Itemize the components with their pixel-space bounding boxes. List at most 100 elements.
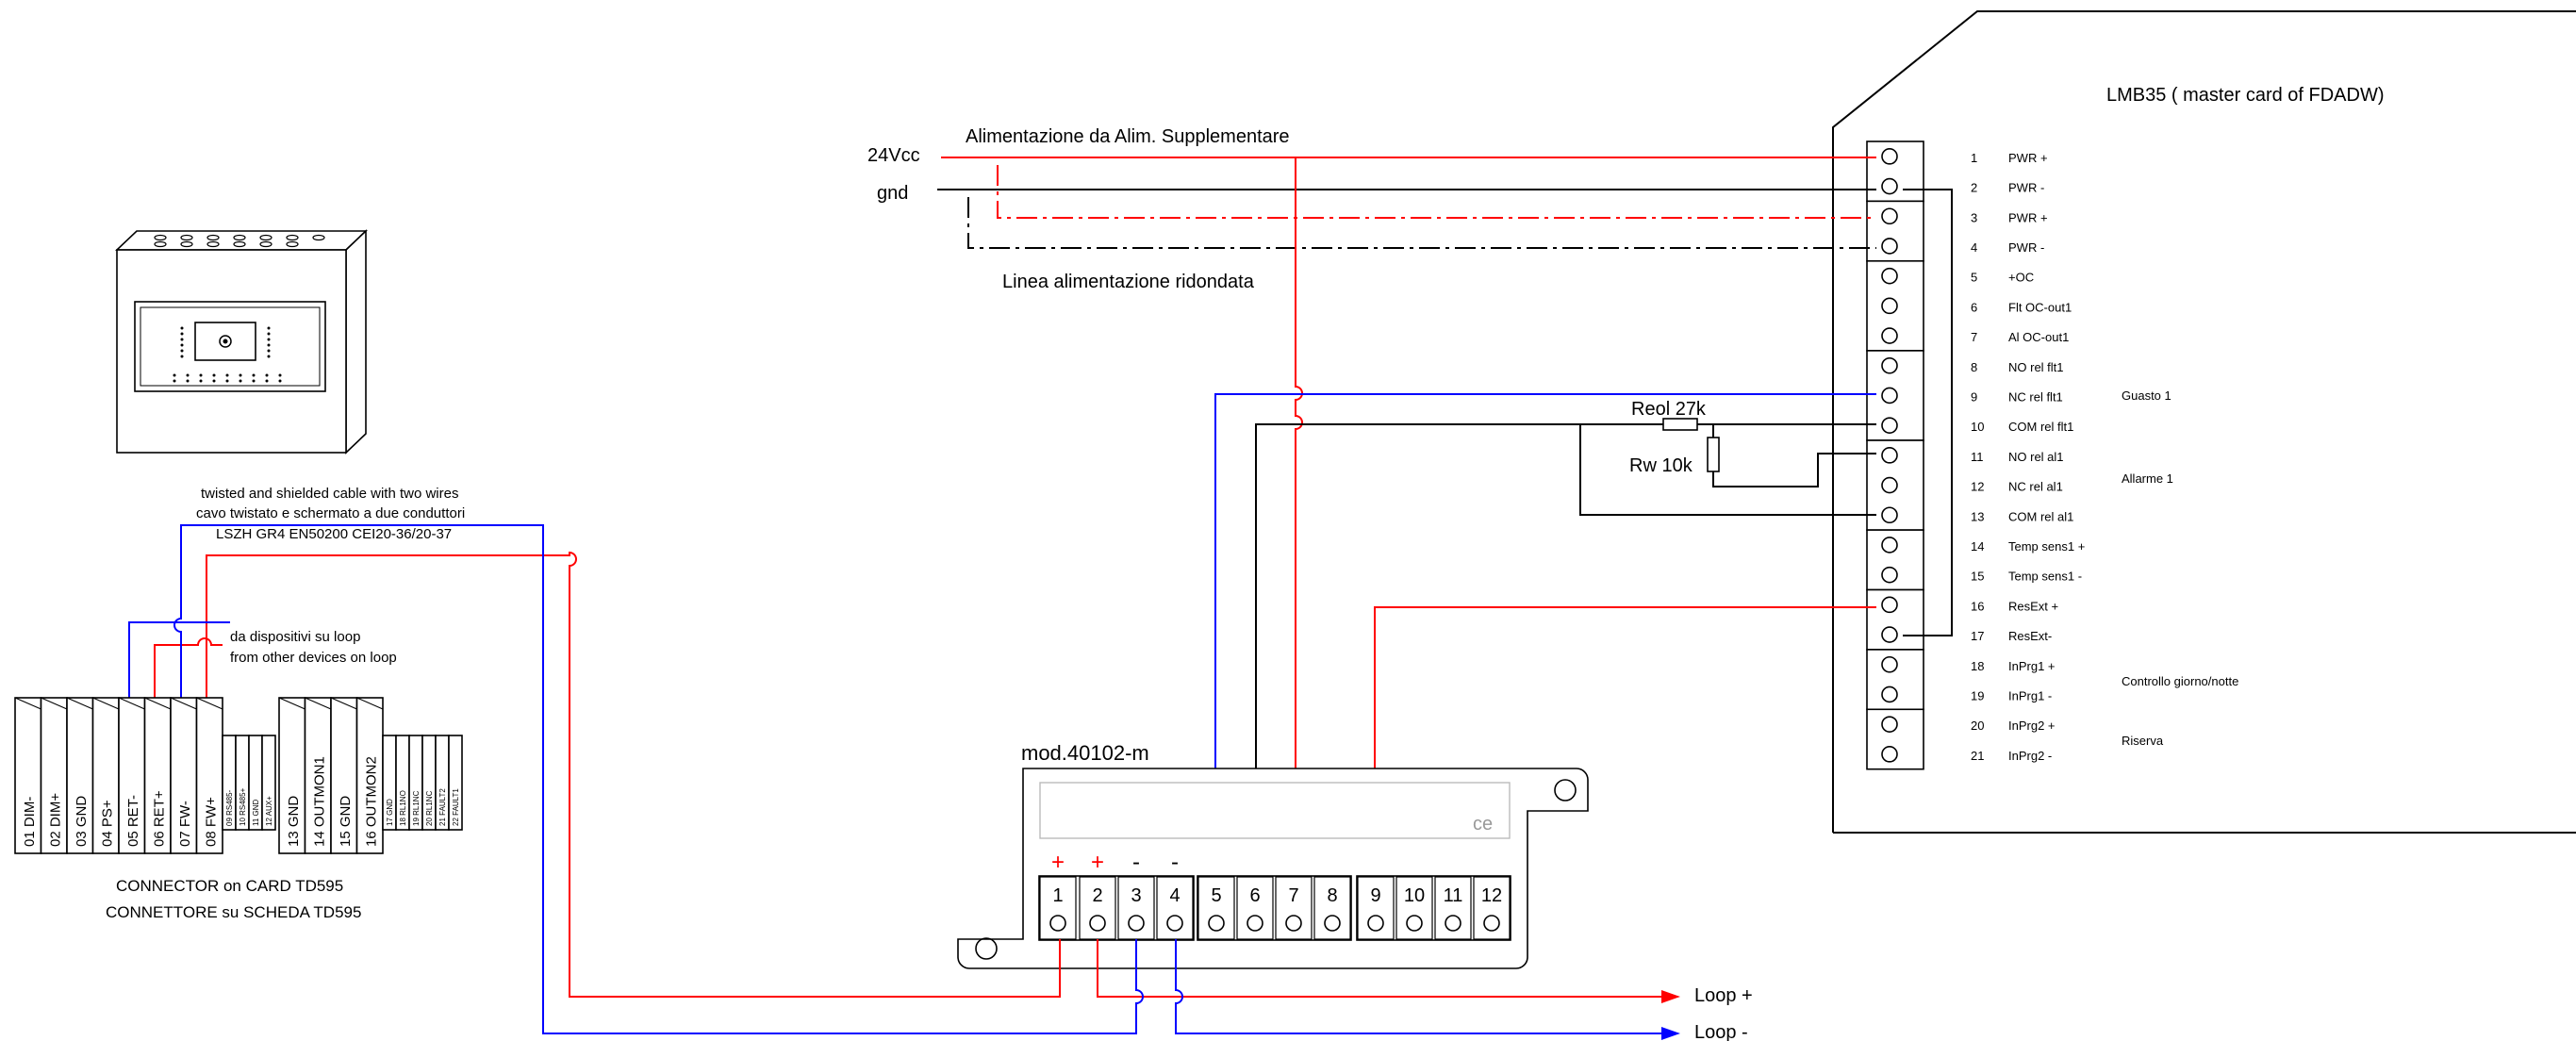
lmb35-terminal-label: InPrg1 + — [2008, 659, 2056, 673]
lmb35-terminal-label: Temp sens1 - — [2008, 570, 2082, 584]
connector-pin — [304, 697, 332, 854]
lmb35-terminal-number: 4 — [1971, 240, 1977, 255]
wire-redundant-pos — [997, 165, 1876, 219]
lmb35-terminal-screw-icon — [1881, 356, 1898, 374]
connector-pin-label-small: 19 RL1NC — [412, 790, 421, 826]
module-terminal-number: 8 — [1327, 885, 1337, 906]
module-hole-left — [975, 937, 998, 960]
module-terminal-screw-icon — [1406, 915, 1423, 932]
connector-pin — [170, 697, 198, 854]
lmb35-terminal-number: 10 — [1971, 420, 1984, 434]
module-polarity-sign: + — [1051, 850, 1065, 875]
lmb35-terminal-number: 19 — [1971, 688, 1984, 702]
connector-pin-chamfer — [14, 697, 41, 710]
lmb35-card-outline — [1832, 10, 2576, 834]
lmb35-terminal-number: 5 — [1971, 271, 1977, 285]
lmb35-terminal-screw-icon — [1881, 686, 1898, 703]
lmb35-terminal-number: 16 — [1971, 599, 1984, 613]
supply-title: Alimentazione da Alim. Supplementare — [966, 126, 1290, 147]
module-terminal-number: 11 — [1444, 885, 1463, 906]
module-terminal-screw-icon — [1166, 915, 1183, 932]
lmb35-terminal-screw-icon — [1881, 596, 1898, 614]
connector-pin-chamfer — [92, 697, 120, 710]
loop-plus-label: Loop + — [1694, 985, 1753, 1006]
connector-pin — [14, 697, 42, 854]
lmb35-terminal-label: NC rel al1 — [2008, 480, 2063, 494]
connector-pin-label-small: 18 RL1NO — [399, 790, 407, 826]
module-label-plate — [1039, 782, 1511, 839]
lmb35-terminal-label: InPrg2 + — [2008, 719, 2056, 733]
module-terminal-screw-icon — [1089, 915, 1106, 932]
lmb35-terminal-label: InPrg1 - — [2008, 688, 2052, 702]
connector-pin-label: 04 PS+ — [99, 800, 115, 847]
lmb35-terminal-number: 8 — [1971, 360, 1977, 374]
connector-pin — [330, 697, 358, 854]
lmb35-terminal-screw-icon — [1881, 267, 1898, 285]
lmb35-terminal-number: 11 — [1971, 450, 1984, 464]
lmb35-terminal-label: PWR + — [2008, 151, 2048, 165]
lmb35-terminal-screw-icon — [1881, 148, 1898, 165]
lmb35-terminal-number: 1 — [1971, 151, 1977, 165]
module-terminal-screw-icon — [1483, 915, 1500, 932]
connector-pin-chamfer — [278, 697, 305, 710]
module-terminal-screw-icon — [1367, 915, 1384, 932]
connector-pin-label-small: 10 RS485+ — [239, 787, 247, 826]
module-terminal-group — [1038, 875, 1195, 941]
module-terminal-number: 4 — [1169, 885, 1180, 906]
lmb35-terminal-label: NO rel al1 — [2008, 450, 2064, 464]
lmb35-terminal-number: 7 — [1971, 330, 1977, 344]
lmb35-terminal-number: 21 — [1971, 749, 1984, 763]
rw-resistor — [1707, 437, 1720, 472]
module-terminal — [1236, 876, 1274, 940]
connector-pin-label: 07 FW- — [177, 801, 193, 847]
lmb35-terminal-number: 14 — [1971, 539, 1984, 554]
connector-pin-label: 15 GND — [338, 796, 354, 847]
lmb35-terminal-screw-icon — [1881, 177, 1898, 195]
connector-pin-label: 08 FW+ — [203, 797, 219, 847]
lmb35-terminal-number: 15 — [1971, 570, 1984, 584]
connector-pin-chamfer — [305, 697, 332, 710]
connector-pin-label: 13 GND — [286, 796, 302, 847]
wire-redundant-neg — [967, 197, 1876, 249]
lmb35-terminal-label: NC rel flt1 — [2008, 389, 2063, 404]
lmb35-terminal-label: COM rel flt1 — [2008, 420, 2073, 434]
lmb35-terminal-screw-icon — [1881, 716, 1898, 733]
lmb35-terminal-screw-icon — [1881, 207, 1898, 225]
lmb35-terminal-label: Flt OC-out1 — [2008, 300, 2072, 314]
lmb35-terminal-label: InPrg2 - — [2008, 749, 2052, 763]
connector-pin-label: 14 OUTMON1 — [311, 756, 327, 847]
panel-key-icon — [219, 335, 232, 348]
connector-pin-chamfer — [196, 697, 223, 710]
lmb35-terminal-number: 17 — [1971, 629, 1984, 643]
connector-pin-label-small: 21 FAULT2 — [438, 788, 447, 826]
lmb35-terminal-label: ResExt- — [2008, 629, 2052, 643]
module-terminal — [1275, 876, 1313, 940]
lmb35-terminal-screw-icon — [1881, 238, 1898, 255]
panel-top-screws-icon — [154, 234, 325, 248]
wire-loop-plus-out — [1097, 939, 1665, 998]
connector-pin — [118, 697, 146, 854]
module-terminal-screw-icon — [1049, 915, 1066, 932]
connector-pin-label-small: 22 FAULT1 — [452, 788, 460, 826]
loop-plus-arrow-icon — [1661, 990, 1680, 1003]
lmb35-terminal-number: 12 — [1971, 480, 1984, 494]
lmb35-terminal-label: Temp sens1 + — [2008, 539, 2085, 554]
wire-loop-minus-in — [173, 524, 1144, 1034]
connector-pin-small — [448, 735, 463, 831]
connector-caption-it: CONNETTORE su SCHEDA TD595 — [106, 903, 361, 921]
module-terminal — [1473, 876, 1511, 940]
module-terminal-number: 2 — [1092, 885, 1102, 906]
module-title: mod.40102-m — [1021, 741, 1149, 765]
connector-pin-label-small: 11 GND — [252, 799, 260, 826]
connector-pin-label-small: 09 RS485- — [225, 789, 234, 826]
module-terminal-screw-icon — [1324, 915, 1341, 932]
connector-pin-chamfer — [66, 697, 93, 710]
lmb35-terminal-number: 9 — [1971, 389, 1977, 404]
fire-panel-illustration — [115, 229, 368, 454]
module-terminal-number: 10 — [1404, 885, 1425, 906]
lmb35-terminal-label: PWR - — [2008, 181, 2044, 195]
group-label-allarme: Allarme 1 — [2122, 471, 2173, 486]
module-terminal-number: 5 — [1211, 885, 1221, 906]
